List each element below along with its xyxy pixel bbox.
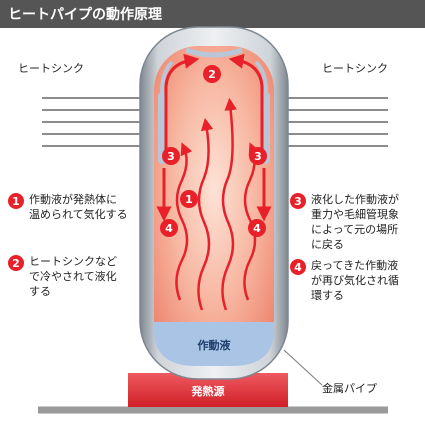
working-fluid-pool (154, 322, 274, 366)
step-badge-2: 2 (8, 255, 24, 271)
arrow-icon (221, 97, 237, 311)
step-text-3: 液化した作動液が 重力や毛細管現象 によって元の場所 に戻る (311, 192, 399, 252)
marker-step-3-left: 3 (162, 147, 180, 165)
step-text-3-line: によって元の場所 (311, 223, 399, 236)
marker-step-3-right: 3 (249, 147, 267, 165)
step-text-2: ヒートシンクなど で冷やされて液化 する (29, 254, 117, 299)
step-note-4: 4 戻ってきた作動液 が再び気化され循 環する (290, 258, 399, 303)
step-text-3-line: 重力や毛細管現象 (311, 208, 399, 221)
step-text-1: 作動液が発熱体に 温められて気化する (29, 192, 128, 222)
condensate-top (185, 47, 243, 58)
arrow-icon (175, 142, 193, 301)
step-badge-4: 4 (290, 259, 306, 275)
heat-sink-label-right: ヒートシンク (322, 62, 388, 75)
marker-step-3-right-label: 3 (254, 150, 262, 163)
step-text-2-line: で冷やされて液化 (29, 270, 117, 283)
step-badge-1: 1 (8, 193, 24, 209)
marker-step-3-left-label: 3 (167, 150, 175, 163)
step-text-2-line: ヒートシンクなど (29, 255, 117, 268)
step-text-4-line: 環する (311, 289, 344, 302)
working-fluid-label: 作動液 (198, 338, 232, 352)
step-text-2-line: する (29, 285, 51, 298)
marker-step-4-right-label: 4 (253, 222, 261, 235)
marker-step-4-right: 4 (248, 219, 266, 237)
step-note-1: 1 作動液が発熱体に 温められて気化する (8, 192, 128, 222)
marker-step-2-label: 2 (208, 68, 216, 81)
title-bar: ヒートパイプの動作原理 (0, 0, 425, 28)
marker-step-1: 1 (180, 190, 198, 208)
step-text-4-line: 戻ってきた作動液 (311, 259, 399, 272)
step-note-3: 3 液化した作動液が 重力や毛細管現象 によって元の場所 に戻る (290, 192, 399, 252)
marker-step-1-label: 1 (185, 193, 193, 206)
step-text-1-line: 作動液が発熱体に (29, 193, 117, 206)
step-text-4: 戻ってきた作動液 が再び気化され循 環する (311, 258, 399, 303)
wick-layer-top-right (254, 60, 268, 93)
heat-sink-label-left: ヒートシンク (18, 62, 84, 75)
arrow-icon (228, 53, 264, 150)
step-text-4-line: が再び気化され循 (311, 274, 399, 287)
arrow-icon (197, 117, 214, 311)
metal-pipe-leader-line (283, 349, 323, 386)
heat-sink-fins-left (42, 97, 150, 147)
heat-sink-fins-right (278, 97, 388, 147)
step-text-1-line: 温められて気化する (29, 208, 128, 221)
page-title: ヒートパイプの動作原理 (8, 7, 162, 23)
marker-step-4-left: 4 (160, 219, 178, 237)
step-text-3-line: 液化した作動液が (311, 193, 399, 206)
arrow-icon (243, 142, 261, 301)
step-note-2: 2 ヒートシンクなど で冷やされて液化 する (8, 254, 117, 299)
pipe-interior (154, 46, 274, 366)
metal-pipe-label: 金属パイプ (322, 382, 377, 395)
heat-source-label: 発熱源 (191, 384, 225, 398)
wick-layer-top-left (160, 60, 174, 93)
marker-step-4-left-label: 4 (165, 222, 173, 235)
step-text-3-line: に戻る (311, 238, 344, 251)
arrow-icon (164, 53, 200, 150)
step-badge-3: 3 (290, 193, 306, 209)
marker-step-2: 2 (203, 65, 221, 83)
